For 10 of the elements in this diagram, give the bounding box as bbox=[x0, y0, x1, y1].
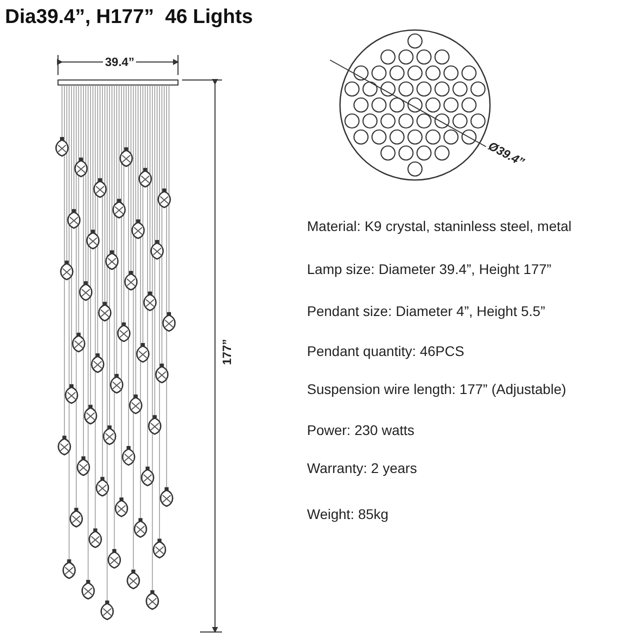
spec-text: Power: 230 watts bbox=[307, 422, 414, 438]
spec-text: Suspension wire length: 177” (Adjustable) bbox=[307, 381, 566, 397]
spec-text: Lamp size: Diameter 39.4”, Height 177” bbox=[307, 261, 552, 277]
spec-text: Warranty: 2 years bbox=[307, 460, 417, 476]
dimension-label: 39.4” bbox=[103, 55, 136, 69]
spec-text: Pendant size: Diameter 4”, Height 5.5” bbox=[307, 303, 546, 319]
spec-text: Material: K9 crystal, staninless steel, metal bbox=[307, 218, 572, 234]
spec-text: Weight: 85kg bbox=[307, 506, 388, 522]
spec-text: Pendant quantity: 46PCS bbox=[307, 343, 464, 359]
title: Dia39.4”, H177” 46 Lights bbox=[5, 6, 253, 29]
